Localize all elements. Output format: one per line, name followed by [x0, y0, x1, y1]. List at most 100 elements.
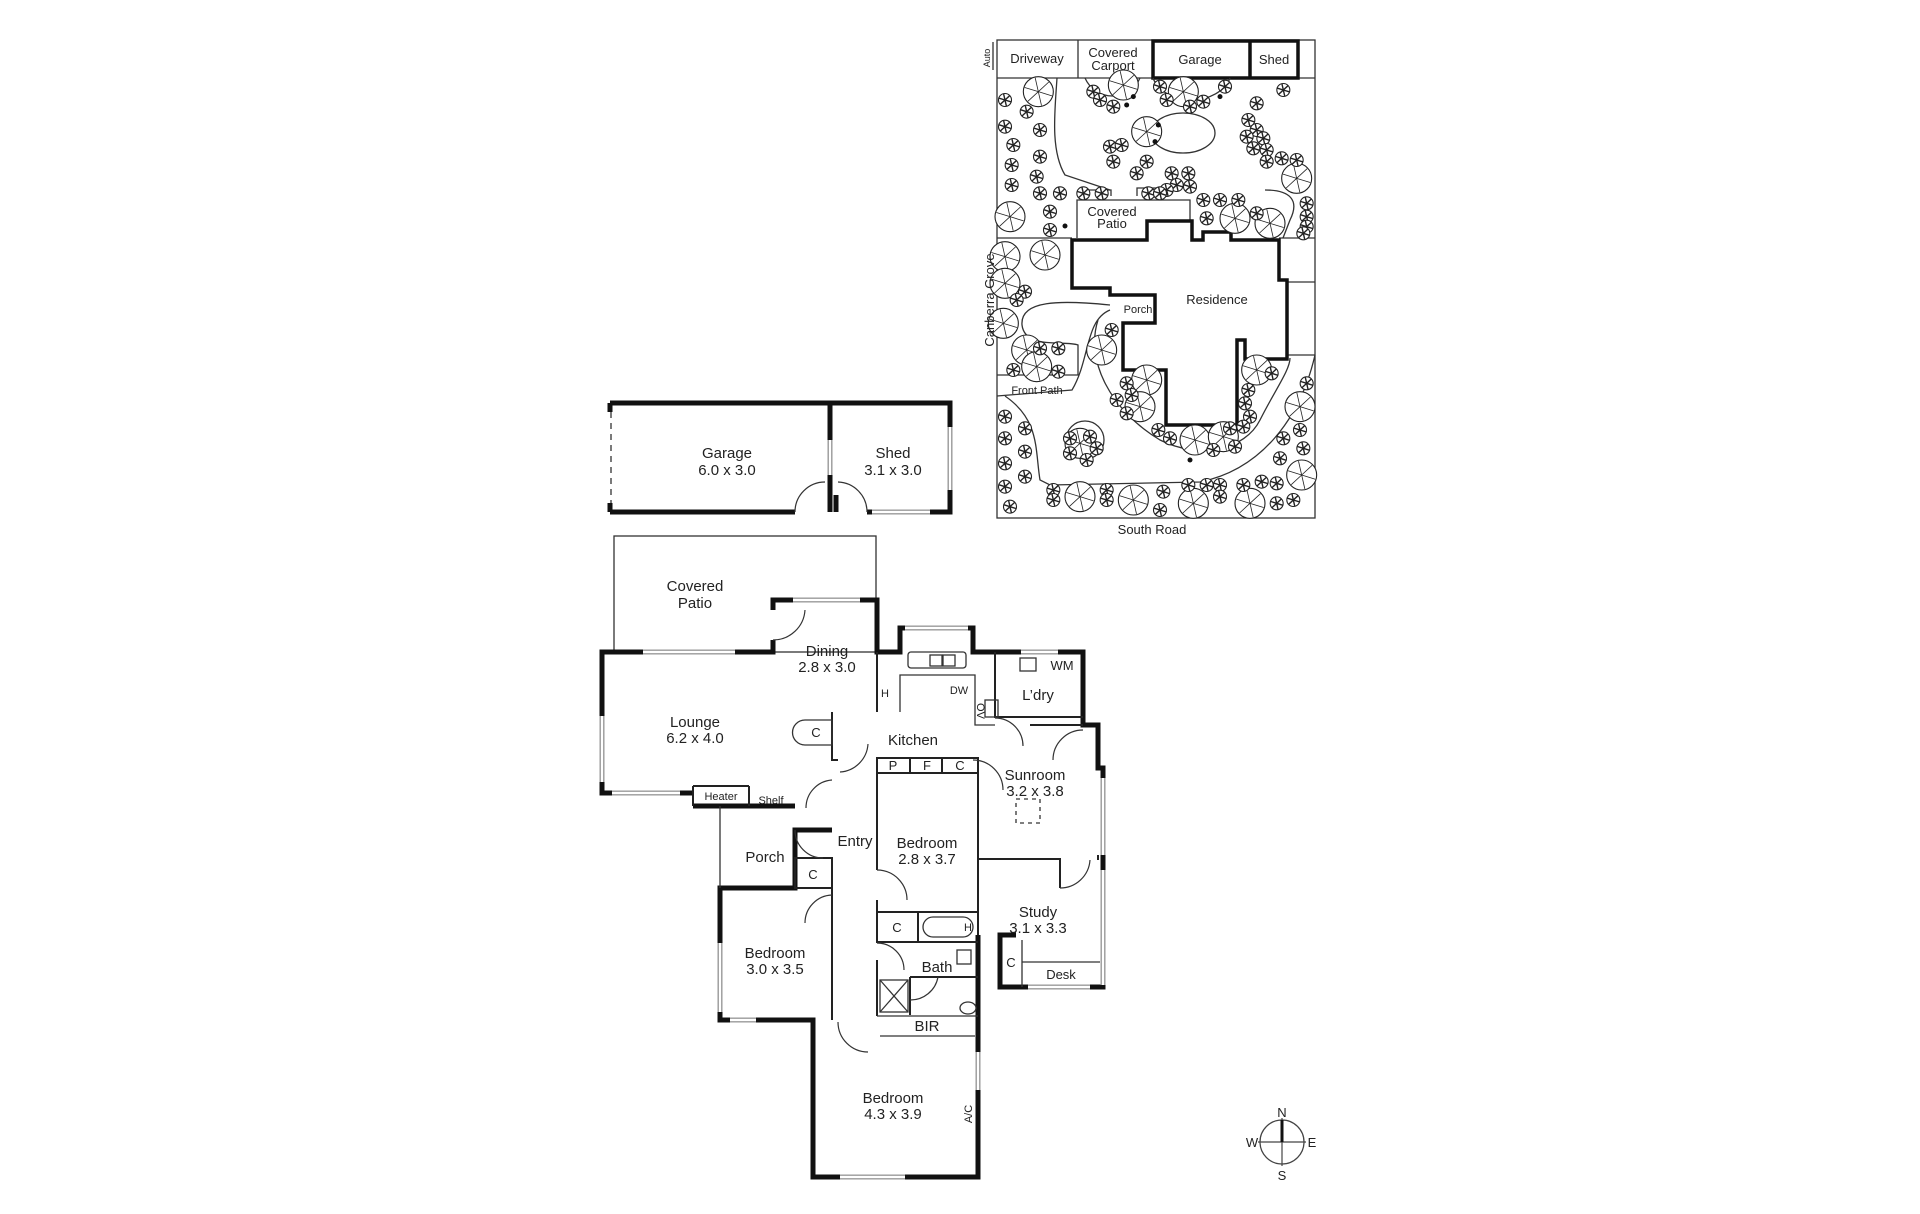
- tree-branch: [1224, 85, 1232, 90]
- compass-south: S: [1278, 1168, 1287, 1183]
- tree-branch: [1229, 427, 1237, 431]
- tree-branch: [1012, 140, 1019, 146]
- tree-branch: [1004, 437, 1012, 441]
- tree-branch: [1269, 213, 1281, 224]
- tree-branch: [1263, 137, 1270, 141]
- tree-branch: [1104, 483, 1108, 491]
- tree-branch: [1302, 228, 1309, 234]
- tree-branch: [1112, 156, 1119, 163]
- tree-branch: [1279, 457, 1287, 461]
- tree-branch: [1115, 399, 1119, 407]
- tree-branch: [1202, 195, 1209, 201]
- tree-branch: [1116, 144, 1123, 150]
- tree-branch: [1004, 125, 1012, 130]
- tree-branch: [1248, 147, 1254, 154]
- tree-branch: [1250, 127, 1257, 131]
- tree-branch: [1015, 299, 1019, 307]
- laundry-label: L’dry: [1022, 687, 1054, 704]
- tree-branch: [1101, 349, 1116, 355]
- tree-branch: [1011, 160, 1017, 166]
- tree-branch: [1022, 362, 1037, 368]
- tree-branch: [1024, 476, 1028, 483]
- tree-branch: [1033, 190, 1041, 195]
- tree-branch: [1009, 178, 1013, 186]
- tree-branch: [1281, 157, 1288, 161]
- tree-branch: [1121, 144, 1128, 148]
- tree-branch: [1132, 499, 1137, 514]
- tree-branch: [1134, 167, 1138, 174]
- kitchen-heater-label: H: [881, 688, 889, 700]
- garage-shed-block: [607, 400, 953, 515]
- tree-branch: [1143, 192, 1149, 199]
- tree-branch: [1217, 478, 1221, 486]
- tree-branch: [1053, 489, 1060, 493]
- tree-branch: [1301, 474, 1316, 480]
- tree-branch: [1115, 142, 1122, 146]
- tree-branch: [1305, 383, 1309, 390]
- tree-branch: [1079, 496, 1094, 502]
- tree-branch: [1011, 363, 1015, 371]
- tree-branch: [1059, 193, 1063, 200]
- tree-branch: [1159, 81, 1166, 88]
- room-labels: Garage 6.0 x 3.0 Shed 3.1 x 3.0 Covered …: [666, 445, 1076, 1123]
- tree-branch: [1239, 503, 1251, 514]
- tree-branch: [1139, 406, 1154, 412]
- tree-branch: [1039, 129, 1047, 133]
- tree-branch: [1125, 413, 1129, 420]
- tree-branch: [1264, 143, 1268, 151]
- tree-branch: [1202, 96, 1209, 103]
- tree-branch: [1107, 140, 1111, 147]
- tree-branch: [1004, 416, 1008, 423]
- tree-branch: [1283, 89, 1290, 93]
- tree-branch: [1301, 202, 1308, 209]
- tree-branch: [1010, 164, 1014, 172]
- tree-branch: [1004, 121, 1011, 128]
- tree-branch: [1024, 450, 1032, 455]
- tree-branch: [1279, 152, 1283, 159]
- tree-branch: [1044, 245, 1056, 256]
- tree-branch: [1018, 425, 1026, 430]
- tree-branch: [998, 484, 1006, 488]
- tree-branch: [1012, 144, 1016, 152]
- tree-branch: [1039, 151, 1046, 158]
- tree-branch: [1081, 459, 1088, 465]
- pantry-label: P: [889, 758, 898, 773]
- tree-branch: [1133, 499, 1148, 505]
- tree-branch: [1166, 172, 1173, 179]
- tree-branch: [1294, 153, 1298, 161]
- fridge-label: F: [923, 758, 931, 773]
- tree-branch: [1089, 436, 1093, 443]
- tree-branch: [1031, 250, 1046, 256]
- site-carport-label-2: Carport: [1091, 58, 1135, 73]
- tree-branch: [1044, 229, 1051, 235]
- tree-branch: [1121, 140, 1127, 146]
- tree-branch: [1200, 482, 1207, 486]
- tree-branch: [1018, 474, 1026, 478]
- tree-branch: [1206, 217, 1213, 221]
- shrub-icon: [1062, 223, 1068, 229]
- tree-branch: [1224, 427, 1231, 434]
- tree-branch: [1002, 93, 1006, 101]
- tree-branch: [1265, 161, 1269, 168]
- tree-branch: [1057, 371, 1061, 378]
- tree-branch: [1069, 496, 1081, 507]
- tree-branch: [1187, 173, 1191, 180]
- tree-branch: [1033, 127, 1041, 131]
- tree-branch: [1244, 130, 1248, 137]
- tree-branch: [1259, 223, 1271, 234]
- tree-branch: [1109, 80, 1124, 86]
- tree-branch: [1256, 125, 1262, 131]
- tree-branch: [1234, 446, 1238, 453]
- tree-branch: [1273, 455, 1281, 460]
- tree-branch: [1110, 397, 1117, 401]
- tree-branch: [1004, 256, 1019, 262]
- tree-branch: [1057, 343, 1064, 349]
- tree-branch: [1159, 192, 1167, 196]
- tree-branch: [1201, 193, 1205, 201]
- tree-branch: [1229, 423, 1236, 429]
- tree-branch: [1079, 486, 1091, 497]
- tree-branch: [1232, 440, 1236, 447]
- tree-branch: [1189, 186, 1193, 193]
- tree-branch: [1035, 176, 1039, 183]
